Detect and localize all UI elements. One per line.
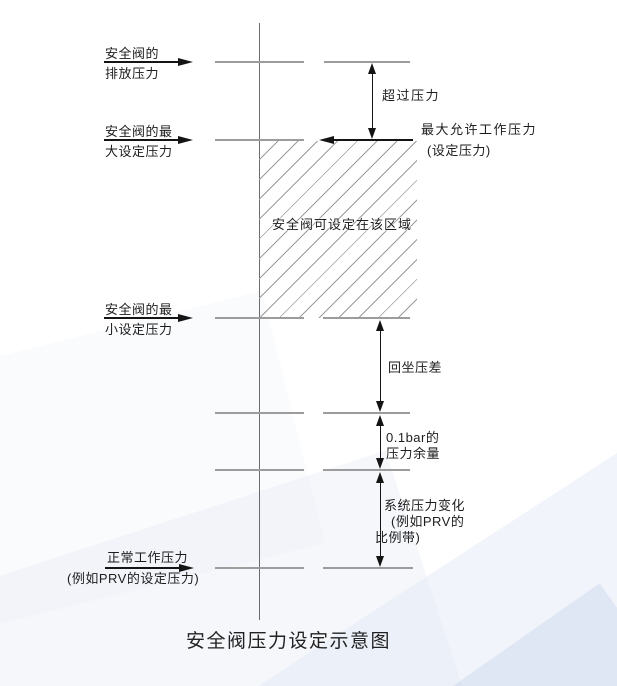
arrowhead-right-icon — [178, 314, 193, 322]
pressure-level-line — [215, 139, 304, 141]
label-discharge-pressure-line1: 安全阀的 — [105, 46, 160, 61]
label-reseat-diff: 回坐压差 — [388, 360, 443, 375]
label-system-var-line1: 系统压力变化 — [384, 498, 466, 513]
dimension-line — [380, 481, 381, 558]
label-max-set-pressure-line1: 安全阀的最 — [105, 124, 173, 139]
label-max-set-pressure-line2: 大设定压力 — [105, 144, 173, 159]
leader-line — [104, 61, 180, 63]
pressure-level-line — [215, 61, 304, 63]
leader-line — [104, 317, 180, 319]
label-min-set-pressure-line1: 安全阀的最 — [105, 302, 173, 317]
label-margin-line1: 0.1bar的 — [386, 430, 440, 445]
arrowhead-up-icon — [376, 415, 384, 426]
pressure-level-line — [323, 469, 410, 471]
arrowhead-down-icon — [368, 128, 376, 139]
leader-line — [105, 567, 181, 569]
diagram-title: 安全阀压力设定示意图 — [186, 631, 392, 652]
pressure-level-line — [215, 567, 304, 569]
axis-line — [259, 23, 260, 620]
pressure-level-line — [323, 317, 410, 319]
pressure-level-line — [323, 567, 413, 569]
leader-line — [332, 139, 413, 141]
arrowhead-right-icon — [178, 136, 193, 144]
arrowhead-right-icon — [178, 58, 193, 66]
label-mawp-line1: 最大允许工作压力 — [421, 122, 538, 137]
arrowhead-down-icon — [376, 556, 384, 567]
arrowhead-up-icon — [376, 320, 384, 331]
arrowhead-down-icon — [376, 458, 384, 469]
label-margin-line2: 压力余量 — [386, 446, 441, 461]
label-system-var-line2: (例如PRV的 — [391, 514, 465, 529]
arrowhead-right-icon — [179, 564, 194, 572]
label-system-var-line3: 比例带) — [375, 530, 421, 545]
pressure-level-line — [324, 61, 410, 63]
label-normal-working-pressure-line1: 正常工作压力 — [107, 550, 189, 565]
label-min-set-pressure-line2: 小设定压力 — [105, 322, 173, 337]
pressure-level-line — [215, 412, 304, 414]
label-settable-region: 安全阀可设定在该区域 — [272, 217, 413, 232]
arrowhead-up-icon — [368, 63, 376, 74]
label-overpressure: 超过压力 — [382, 88, 441, 103]
background-shading — [370, 583, 617, 686]
label-mawp-line2: (设定压力) — [427, 143, 491, 158]
hatch-region — [259, 141, 417, 318]
leader-line — [104, 139, 180, 141]
pressure-level-line — [215, 317, 304, 319]
dimension-line — [380, 424, 381, 461]
label-normal-working-pressure-line2: (例如PRV的设定压力) — [67, 571, 200, 586]
dimension-line — [372, 72, 373, 130]
pressure-level-line — [215, 469, 304, 471]
arrowhead-up-icon — [376, 472, 384, 483]
arrowhead-down-icon — [376, 401, 384, 412]
dimension-line — [380, 329, 381, 404]
label-discharge-pressure-line2: 排放压力 — [105, 66, 160, 81]
pressure-level-line — [323, 412, 410, 414]
arrowhead-left-icon — [319, 136, 334, 144]
